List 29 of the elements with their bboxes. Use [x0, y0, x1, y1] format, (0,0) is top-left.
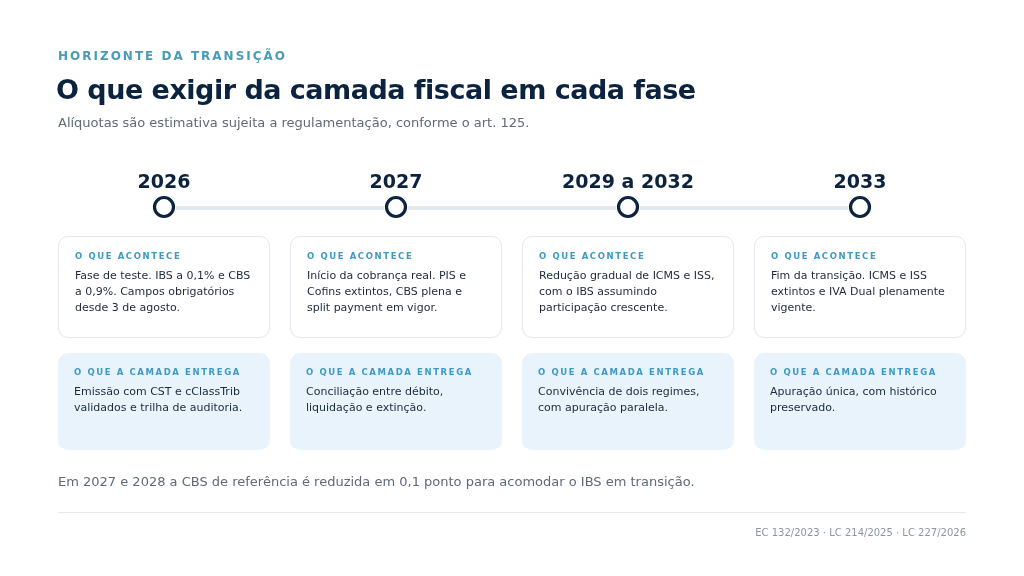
card-heading: O QUE ACONTECE — [771, 251, 879, 261]
card-heading: O QUE A CAMADA ENTREGA — [306, 367, 474, 377]
card-heading: O QUE ACONTECE — [307, 251, 415, 261]
event-card — [290, 236, 502, 338]
card-text: Convivência de dois regimes, com apuração paralela. — [538, 384, 701, 416]
footnote: Em 2027 e 2028 a CBS de referência é reduzida em 0,1 ponto para acomodar o IBS em transição. — [58, 474, 695, 489]
year-label: 2029 a 2032 — [561, 170, 695, 192]
year-label: 2027 — [368, 170, 424, 192]
event-card — [754, 236, 966, 338]
card-text: Conciliação entre débito, liquidação e extinção. — [306, 384, 445, 416]
subtitle: Alíquotas são estimativa sujeita a regulamentação, conforme o art. 125. — [58, 115, 530, 130]
card-text: Redução gradual de ICMS e ISS, com o IBS assumindo participação crescente. — [539, 268, 716, 316]
year-label: 2026 — [136, 170, 192, 192]
year-label: 2033 — [832, 170, 888, 192]
card-heading: O QUE ACONTECE — [75, 251, 183, 261]
card-text: Fase de teste. IBS a 0,1% e CBS a 0,9%. Campos obrigatórios desde 3 de agosto. — [75, 268, 252, 316]
card-text: Emissão com CST e cClassTrib validados e trilha de auditoria. — [74, 384, 244, 416]
event-card — [58, 236, 270, 338]
legal-references: EC 132/2023 · LC 214/2025 · LC 227/2026 — [755, 527, 966, 538]
page-title: O que exigir da camada fiscal em cada fase — [56, 74, 696, 105]
section-eyebrow: HORIZONTE DA TRANSIÇÃO — [58, 49, 288, 63]
card-heading: O QUE A CAMADA ENTREGA — [538, 367, 706, 377]
event-card — [522, 236, 734, 338]
card-text: Início da cobrança real. PIS e Cofins extintos, CBS plena e split payment em vigor. — [307, 268, 468, 316]
card-heading: O QUE ACONTECE — [539, 251, 647, 261]
card-heading: O QUE A CAMADA ENTREGA — [770, 367, 938, 377]
card-text: Apuração única, com histórico preservado. — [770, 384, 938, 416]
card-heading: O QUE A CAMADA ENTREGA — [74, 367, 242, 377]
card-text: Fim da transição. ICMS e ISS extintos e IVA Dual plenamente vigente. — [771, 268, 946, 316]
